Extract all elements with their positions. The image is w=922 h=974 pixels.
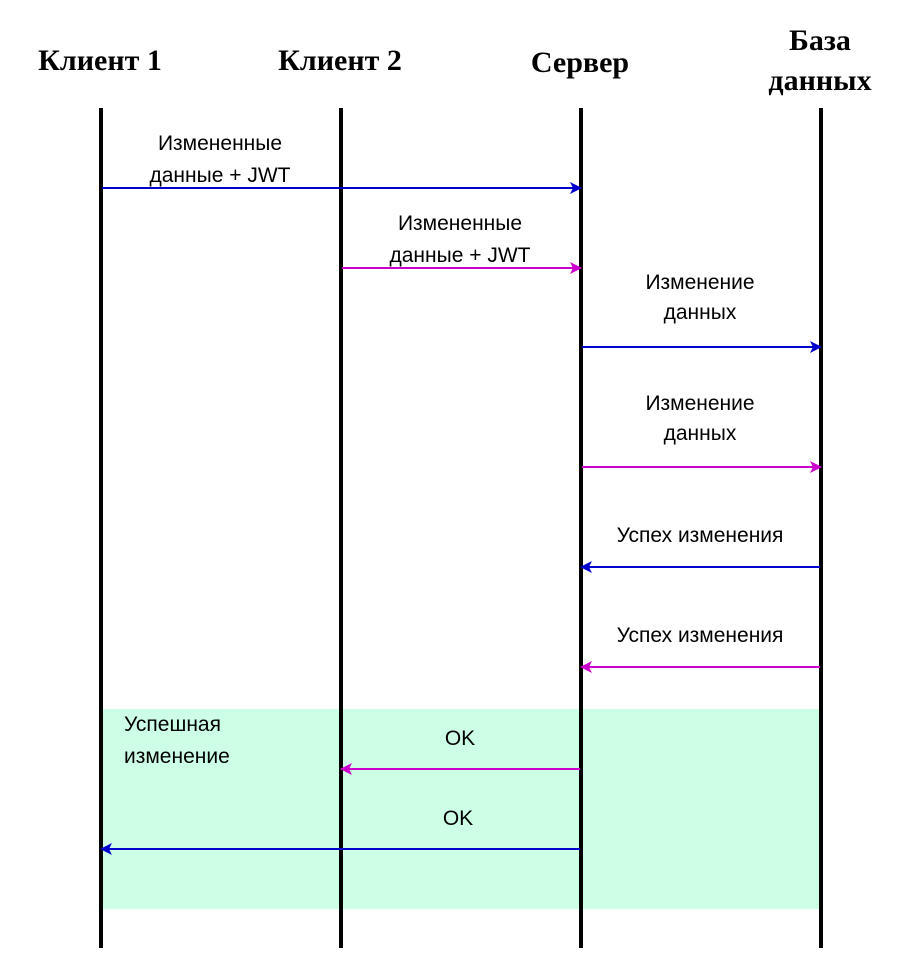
- message-label: Измененные: [398, 212, 522, 235]
- actor-label-client1: Клиент 1: [38, 44, 162, 77]
- message-label: данных: [664, 422, 737, 445]
- message-label: Изменение: [645, 271, 754, 294]
- actor-label-client2: Клиент 2: [278, 44, 402, 77]
- message-label: OK: [443, 807, 473, 830]
- actor-label-server: Сервер: [531, 46, 629, 79]
- success-region-label: Успешная: [124, 713, 221, 736]
- message-label: Измененные: [158, 132, 282, 155]
- actor-label-database: данных: [768, 64, 871, 97]
- message-label: Изменение: [645, 392, 754, 415]
- actor-label-database: База: [789, 24, 851, 57]
- message-label: OK: [445, 727, 475, 750]
- message-label: Успех изменения: [617, 624, 784, 647]
- message-label: данных: [664, 301, 737, 324]
- success-region: [101, 709, 821, 909]
- success-region-label: изменение: [124, 745, 230, 768]
- message-label: данные + JWT: [390, 244, 531, 267]
- message-label: данные + JWT: [150, 164, 291, 187]
- message-label: Успех изменения: [617, 524, 784, 547]
